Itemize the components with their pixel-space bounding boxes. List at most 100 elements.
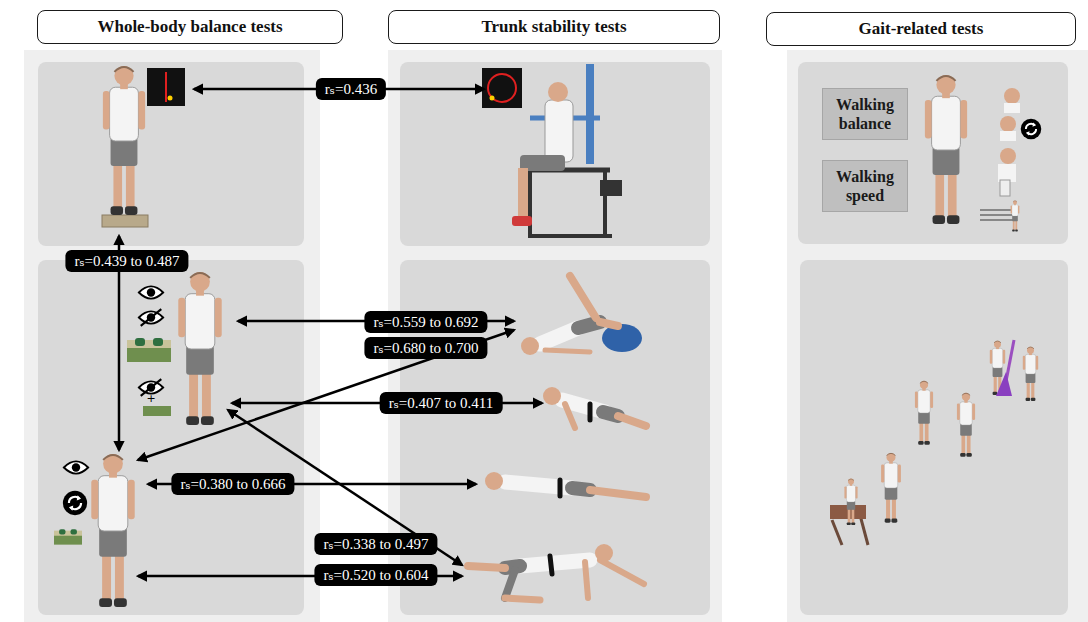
foam-stance-tests: + bbox=[127, 272, 222, 425]
timed-up-and-go-part bbox=[832, 520, 842, 545]
timed-up-and-go-part bbox=[957, 393, 975, 457]
seated-trunk-device-part bbox=[586, 64, 594, 164]
correlation-label: rₛ=0.338 to 0.497 bbox=[314, 533, 437, 555]
correlation-label: rₛ=0.380 to 0.666 bbox=[171, 473, 294, 495]
prone-extension-part bbox=[558, 480, 563, 496]
seated-trunk-device-part bbox=[482, 68, 522, 108]
walking-figure-part bbox=[1004, 103, 1020, 113]
prone-extension-part bbox=[485, 472, 503, 490]
side-plank-part bbox=[618, 416, 646, 426]
test-category-box: Walking speed bbox=[822, 160, 908, 212]
side-plank-part bbox=[543, 387, 561, 405]
node-text: Whole-body balance tests bbox=[97, 17, 282, 37]
correlation-label: rₛ=0.436 bbox=[316, 78, 386, 100]
bridge-on-ball-part bbox=[570, 276, 596, 318]
walking-figure-part bbox=[980, 219, 1015, 221]
single-leg-stance-part bbox=[54, 529, 82, 544]
bird-dog-part bbox=[600, 560, 644, 584]
section-header: Gait-related tests bbox=[766, 12, 1076, 46]
seated-trunk-device-part bbox=[548, 82, 568, 102]
plus-symbol: + bbox=[146, 392, 155, 405]
single-leg-stance-part bbox=[64, 461, 88, 473]
timed-up-and-go-part bbox=[915, 381, 933, 445]
seated-trunk-device-part bbox=[512, 216, 532, 226]
walking-figure-part bbox=[1000, 131, 1016, 141]
force-plate-stance-part bbox=[103, 66, 145, 215]
correlation-label: rₛ=0.520 to 0.604 bbox=[314, 564, 437, 586]
force-plate-stance-part bbox=[102, 215, 148, 227]
single-leg-stance-part bbox=[91, 454, 134, 607]
side-plank-part bbox=[565, 404, 575, 428]
walking-figure-part bbox=[998, 164, 1016, 182]
prone-extension-part bbox=[590, 490, 646, 497]
panel-backgrounds-part bbox=[24, 50, 320, 622]
panel-backgrounds-part bbox=[798, 62, 1068, 244]
walking-figure bbox=[925, 75, 1041, 231]
panel-backgrounds-part bbox=[38, 260, 304, 615]
double-arrows-part bbox=[138, 330, 514, 460]
node-text: Gait-related tests bbox=[859, 19, 984, 39]
correlation-label: rₛ=0.439 to 0.487 bbox=[65, 250, 188, 272]
node-text: Trunk stability tests bbox=[481, 17, 626, 37]
bridge-on-ball-part bbox=[600, 322, 618, 326]
timed-up-and-go-part bbox=[844, 479, 857, 525]
prone-extension bbox=[485, 472, 646, 497]
bird-dog-part bbox=[505, 598, 540, 600]
seated-trunk-device-part bbox=[488, 74, 516, 102]
section-header: Trunk stability tests bbox=[388, 10, 720, 44]
bridge-on-ball bbox=[521, 276, 642, 355]
seated-trunk-device-part bbox=[490, 96, 495, 101]
seated-trunk-device-part bbox=[545, 100, 573, 162]
force-plate-stance bbox=[102, 66, 185, 227]
bird-dog-part bbox=[585, 562, 588, 598]
correlation-label: rₛ=0.559 to 0.692 bbox=[364, 311, 487, 333]
force-plate-stance-part bbox=[147, 68, 185, 106]
panel-backgrounds-part bbox=[787, 50, 1088, 622]
force-plate-stance-part bbox=[165, 72, 167, 102]
side-plank-part bbox=[588, 404, 593, 420]
foam-stance-tests-part bbox=[143, 406, 171, 416]
seated-trunk-device bbox=[482, 64, 622, 238]
seated-trunk-device-part bbox=[528, 170, 532, 238]
correlation-label: rₛ=0.407 to 0.411 bbox=[380, 392, 503, 414]
walking-figure-part bbox=[1004, 88, 1020, 104]
bird-dog-part bbox=[595, 544, 613, 562]
timed-up-and-go-part bbox=[860, 515, 868, 545]
double-arrows bbox=[119, 89, 542, 576]
timed-up-and-go-part bbox=[881, 453, 901, 523]
walking-figure-part bbox=[980, 214, 1015, 216]
foam-stance-tests-part bbox=[139, 286, 163, 298]
panel-backgrounds-part bbox=[388, 50, 722, 622]
timed-up-and-go-part bbox=[996, 372, 1012, 396]
test-category-box: Walking balance bbox=[822, 88, 908, 140]
seated-trunk-device-part bbox=[528, 234, 612, 238]
bridge-on-ball-part bbox=[545, 350, 590, 352]
node-text: Walking speed bbox=[827, 167, 903, 205]
walking-figure-part bbox=[1000, 180, 1010, 196]
bird-dog-part bbox=[550, 556, 552, 574]
bird-dog-part bbox=[520, 560, 590, 566]
correlation-label: rₛ=0.680 to 0.700 bbox=[364, 337, 487, 359]
side-plank bbox=[543, 387, 646, 428]
force-plate-stance-part bbox=[168, 96, 173, 101]
bird-dog bbox=[468, 544, 644, 600]
bird-dog-part bbox=[505, 570, 515, 598]
single-leg-stance bbox=[54, 454, 135, 607]
panel-backgrounds-part bbox=[800, 260, 1068, 615]
bridge-on-ball-part bbox=[521, 337, 539, 355]
foam-stance-tests-part bbox=[139, 309, 163, 326]
bridge-on-ball-part bbox=[602, 324, 642, 352]
walking-figure-part bbox=[1000, 116, 1016, 132]
bird-dog-part bbox=[468, 566, 505, 568]
timed-up-and-go-part bbox=[1023, 347, 1038, 401]
foam-stance-tests-part bbox=[178, 272, 221, 425]
walking-figure-part bbox=[925, 75, 967, 224]
foam-stance-tests-part bbox=[127, 338, 171, 362]
walking-figure-part bbox=[1000, 148, 1016, 164]
timed-up-and-go bbox=[830, 340, 1038, 545]
walking-figure-part bbox=[980, 209, 1015, 211]
walking-figure-part bbox=[1021, 119, 1042, 140]
seated-trunk-device-part bbox=[518, 168, 528, 220]
